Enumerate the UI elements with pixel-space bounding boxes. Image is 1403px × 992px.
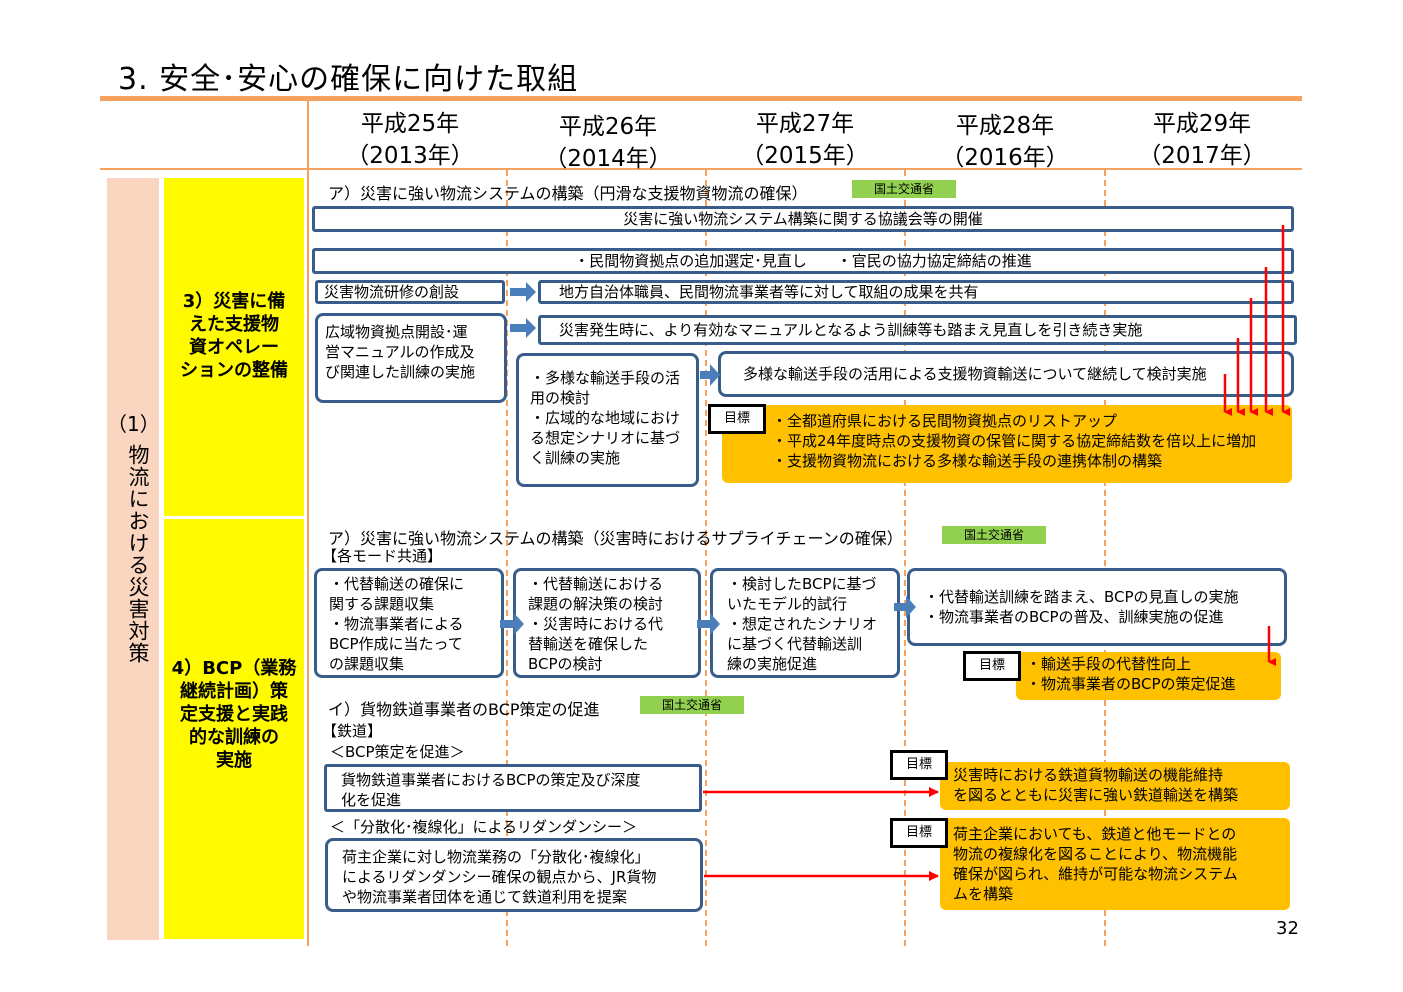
year-label: 平成27年 — [755, 111, 855, 137]
row4-section-title: ア）災害に強い物流システムの構築（災害時におけるサプライチェーンの確保） — [328, 529, 903, 548]
year-header-2013: 平成25年 （2013年） — [320, 108, 500, 172]
ministry-badge: 国土交通省 — [640, 696, 744, 714]
blue-arrow — [510, 282, 536, 302]
target-label: 目標 — [890, 750, 948, 780]
rail-goal-box-1: 災害時における鉄道貨物輸送の機能維持 を図るとともに災害に強い鉄道輸送を構築 — [940, 762, 1290, 810]
column-divider — [307, 170, 309, 946]
transport-box: ・多様な輸送手段の活 用の検討 ・広域的な地域におけ る想定シナリオに基づ く訓… — [516, 353, 699, 487]
page-title: 3. 安全･安心の確保に向けた取組 — [118, 62, 579, 97]
rail-subheading-bcp: ＜BCP策定を促進＞ — [330, 743, 465, 761]
rail-redundancy-box: 荷主企業に対し物流業務の「分散化･複線化」 によるリダンダンシー確保の観点から、… — [325, 838, 703, 912]
depot-bar: ・民間物資拠点の追加選定･見直し ・官民の協力協定締結の推進 — [312, 248, 1294, 274]
rail-bcp-box: 貨物鉄道事業者におけるBCPの策定及び深度 化を促進 — [324, 764, 702, 812]
year-header-2014: 平成26年 （2014年） — [518, 111, 698, 175]
year-header-2017: 平成29年 （2017年） — [1112, 108, 1292, 172]
step-box-2: ・代替輸送における 課題の解決策の検討 ・災害時における代 替輸送を確保した B… — [513, 568, 701, 678]
target-label: 目標 — [963, 651, 1021, 681]
category-number: （1） — [107, 412, 160, 436]
row3-label-cell: 3）災害に備 えた支援物 資オペレー ションの整備 — [164, 178, 304, 516]
title-rule — [100, 96, 1302, 101]
council-bar: 災害に強い物流システム構築に関する協議会等の開催 — [312, 206, 1294, 232]
step-box-1: ・代替輸送の確保に 関する課題収集 ・物流事業者による BCP作成に当たって の… — [314, 568, 504, 678]
year-label: 平成29年 — [1152, 111, 1252, 137]
row4-goal-box: ・輸送手段の代替性向上 ・物流事業者のBCPの策定促進 — [1016, 652, 1281, 700]
year-western: （2016年） — [941, 145, 1069, 171]
rail-goal-box-2: 荷主企業においても、鉄道と他モードとの 物流の複線化を図ることにより、物流機能 … — [940, 818, 1290, 910]
rail-section-title: イ）貨物鉄道事業者のBCP策定の促進 — [328, 700, 600, 719]
blue-arrow — [700, 364, 720, 386]
year-header-2016: 平成28年 （2016年） — [915, 110, 1095, 174]
year-western: （2014年） — [544, 146, 672, 172]
rail-heading: 【鉄道】 — [322, 722, 383, 740]
blue-arrow — [894, 596, 916, 618]
target-label: 目標 — [708, 404, 766, 434]
step-box-3: ・検討したBCPに基づ いたモデル的試行 ・想定されたシナリオ に基づく代替輸送… — [710, 568, 900, 678]
year-separator — [1104, 170, 1106, 946]
training-start-box: 災害物流研修の創設 — [315, 280, 505, 304]
year-separator — [904, 170, 906, 946]
blue-arrow — [510, 318, 536, 338]
header-divider — [307, 101, 309, 169]
row4-label: 4）BCP（業務 継続計画）策 定支援と実践 的な訓練の 実施 — [171, 658, 297, 771]
year-label: 平成28年 — [955, 113, 1055, 139]
year-label: 平成25年 — [360, 111, 460, 137]
blue-arrow — [697, 613, 720, 635]
ministry-badge: 国土交通省 — [852, 180, 956, 198]
category-name: 物流における災害対策 — [126, 444, 150, 664]
row3-label: 3）災害に備 えた支援物 資オペレー ションの整備 — [180, 291, 288, 381]
manual-box: 広域物資拠点開設･運 営マニュアルの作成及 び関連した訓練の実施 — [315, 313, 507, 403]
rail-subheading-redundancy: ＜「分散化･複線化」によるリダンダンシー＞ — [330, 818, 638, 836]
row4-label-cell: 4）BCP（業務 継続計画）策 定支援と実践 的な訓練の 実施 — [164, 519, 304, 939]
year-header-2015: 平成27年 （2015年） — [715, 108, 895, 172]
header-rule — [100, 168, 1302, 170]
year-western: （2017年） — [1138, 143, 1266, 169]
year-western: （2015年） — [741, 143, 869, 169]
page-number: 32 — [1276, 918, 1299, 939]
exercise-continue-bar: 災害発生時に、より有効なマニュアルとなるよう訓練等も踏まえ見直しを引き続き実施 — [538, 315, 1297, 345]
ministry-badge: 国土交通省 — [942, 526, 1046, 544]
year-western: （2013年） — [346, 143, 474, 169]
training-share-bar: 地方自治体職員、民間物流事業者等に対して取組の成果を共有 — [538, 280, 1294, 304]
transport-continue-bar: 多様な輸送手段の活用による支援物資輸送について継続して検討実施 — [718, 351, 1294, 397]
target-label: 目標 — [890, 818, 948, 848]
blue-arrow — [500, 613, 524, 635]
year-label: 平成26年 — [558, 114, 658, 140]
common-heading: 【各モード共通】 — [322, 547, 443, 565]
category-column — [107, 178, 159, 940]
row3-section-title: ア）災害に強い物流システムの構築（円滑な支援物資物流の確保） — [328, 184, 808, 203]
year-separator — [705, 170, 707, 946]
year-separator — [506, 170, 508, 946]
row3-goal-box: ・全都道府県における民間物資拠点のリストアップ ・平成24年度時点の支援物資の保… — [722, 405, 1292, 483]
